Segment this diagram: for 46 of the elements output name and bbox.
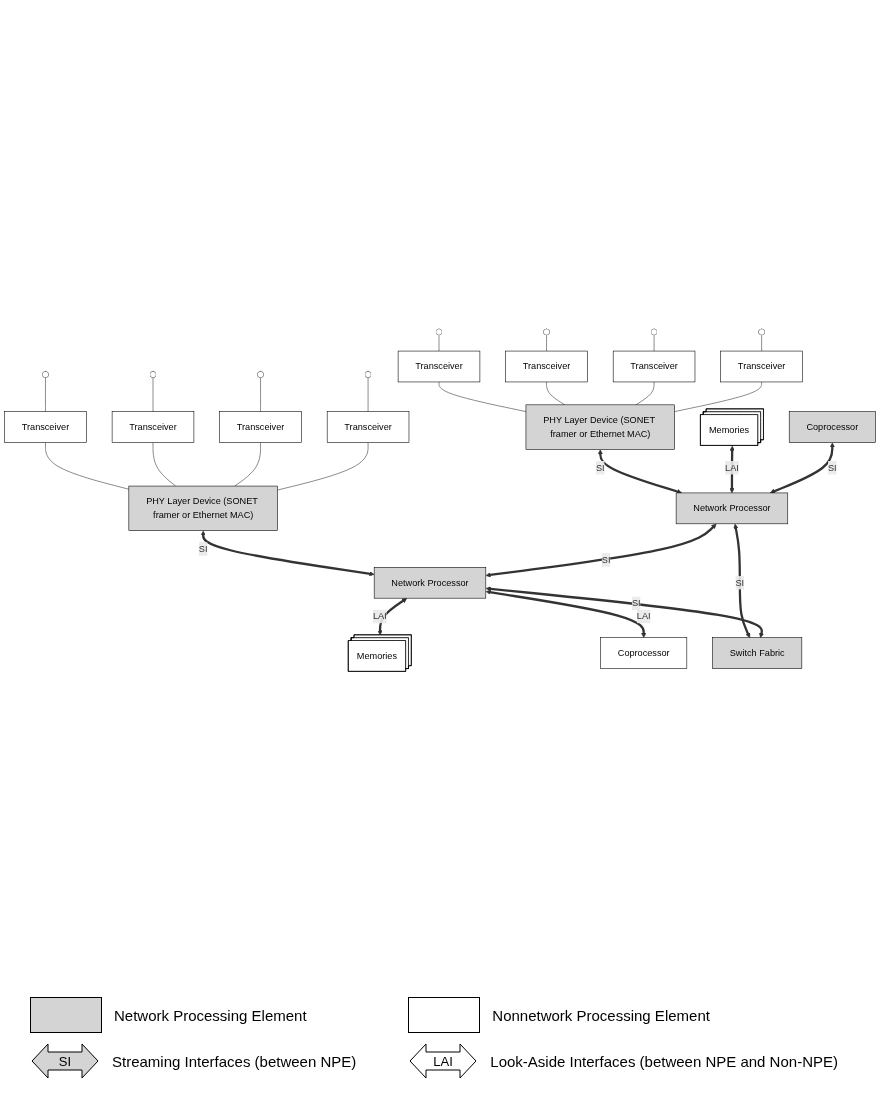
- connector: [277, 442, 369, 491]
- node-box: Network Processor: [373, 567, 487, 599]
- interface-label: SI: [58, 1054, 72, 1069]
- edge-label: SI: [198, 543, 208, 554]
- arrow: [485, 523, 717, 578]
- node-box: Switch Fabric: [712, 637, 803, 669]
- edge-label: LAI: [725, 462, 739, 473]
- node-box: Network Processor: [675, 492, 789, 525]
- node-box: Transceiver: [720, 350, 803, 383]
- edge-label: SI: [827, 462, 837, 473]
- legend-text: Nonnetwork Processing Element: [492, 1006, 710, 1024]
- arrow: [377, 598, 408, 636]
- node-box: Transceiver: [4, 411, 87, 443]
- connector: [635, 381, 655, 406]
- connector: [45, 442, 130, 490]
- node-box: Coprocessor: [600, 637, 688, 669]
- node-box: Transceiver: [397, 350, 481, 383]
- interface-label: LAI: [433, 1054, 454, 1069]
- node-box: PHY Layer Device (SONET framer or Ethernet MAC): [525, 404, 675, 450]
- node-box: Transceiver: [505, 350, 588, 383]
- connector: [234, 442, 261, 487]
- node-box: Transceiver: [612, 350, 696, 383]
- legend-text: Look-Aside Interfaces (between NPE and Non-NPE): [490, 1052, 838, 1070]
- edge-label: LAI: [636, 611, 651, 622]
- node-box: Coprocessor: [788, 411, 876, 443]
- arrow: [733, 523, 751, 638]
- node-box: Transceiver: [111, 411, 195, 443]
- node-box: Transceiver: [219, 411, 302, 443]
- connector: [546, 381, 566, 406]
- legend-text: Streaming Interfaces (between NPE): [112, 1052, 357, 1070]
- edge-label: SI: [735, 577, 745, 588]
- arrow: [485, 586, 764, 638]
- edge-label: SI: [601, 554, 611, 565]
- node-box: Transceiver: [326, 411, 410, 443]
- connector: [152, 442, 176, 487]
- edge-label: LAI: [372, 611, 387, 622]
- arrow: [485, 589, 647, 638]
- connector: [674, 381, 762, 412]
- connector: [438, 381, 527, 412]
- edge-label: SI: [595, 462, 605, 473]
- arrow: [200, 530, 375, 577]
- arrow: [769, 442, 835, 494]
- arrow: [597, 449, 683, 494]
- node-box: PHY Layer Device (SONET framer or Ethernet MAC): [128, 485, 278, 531]
- edge-label: SI: [631, 598, 641, 609]
- legend-text: Network Processing Element: [114, 1006, 307, 1024]
